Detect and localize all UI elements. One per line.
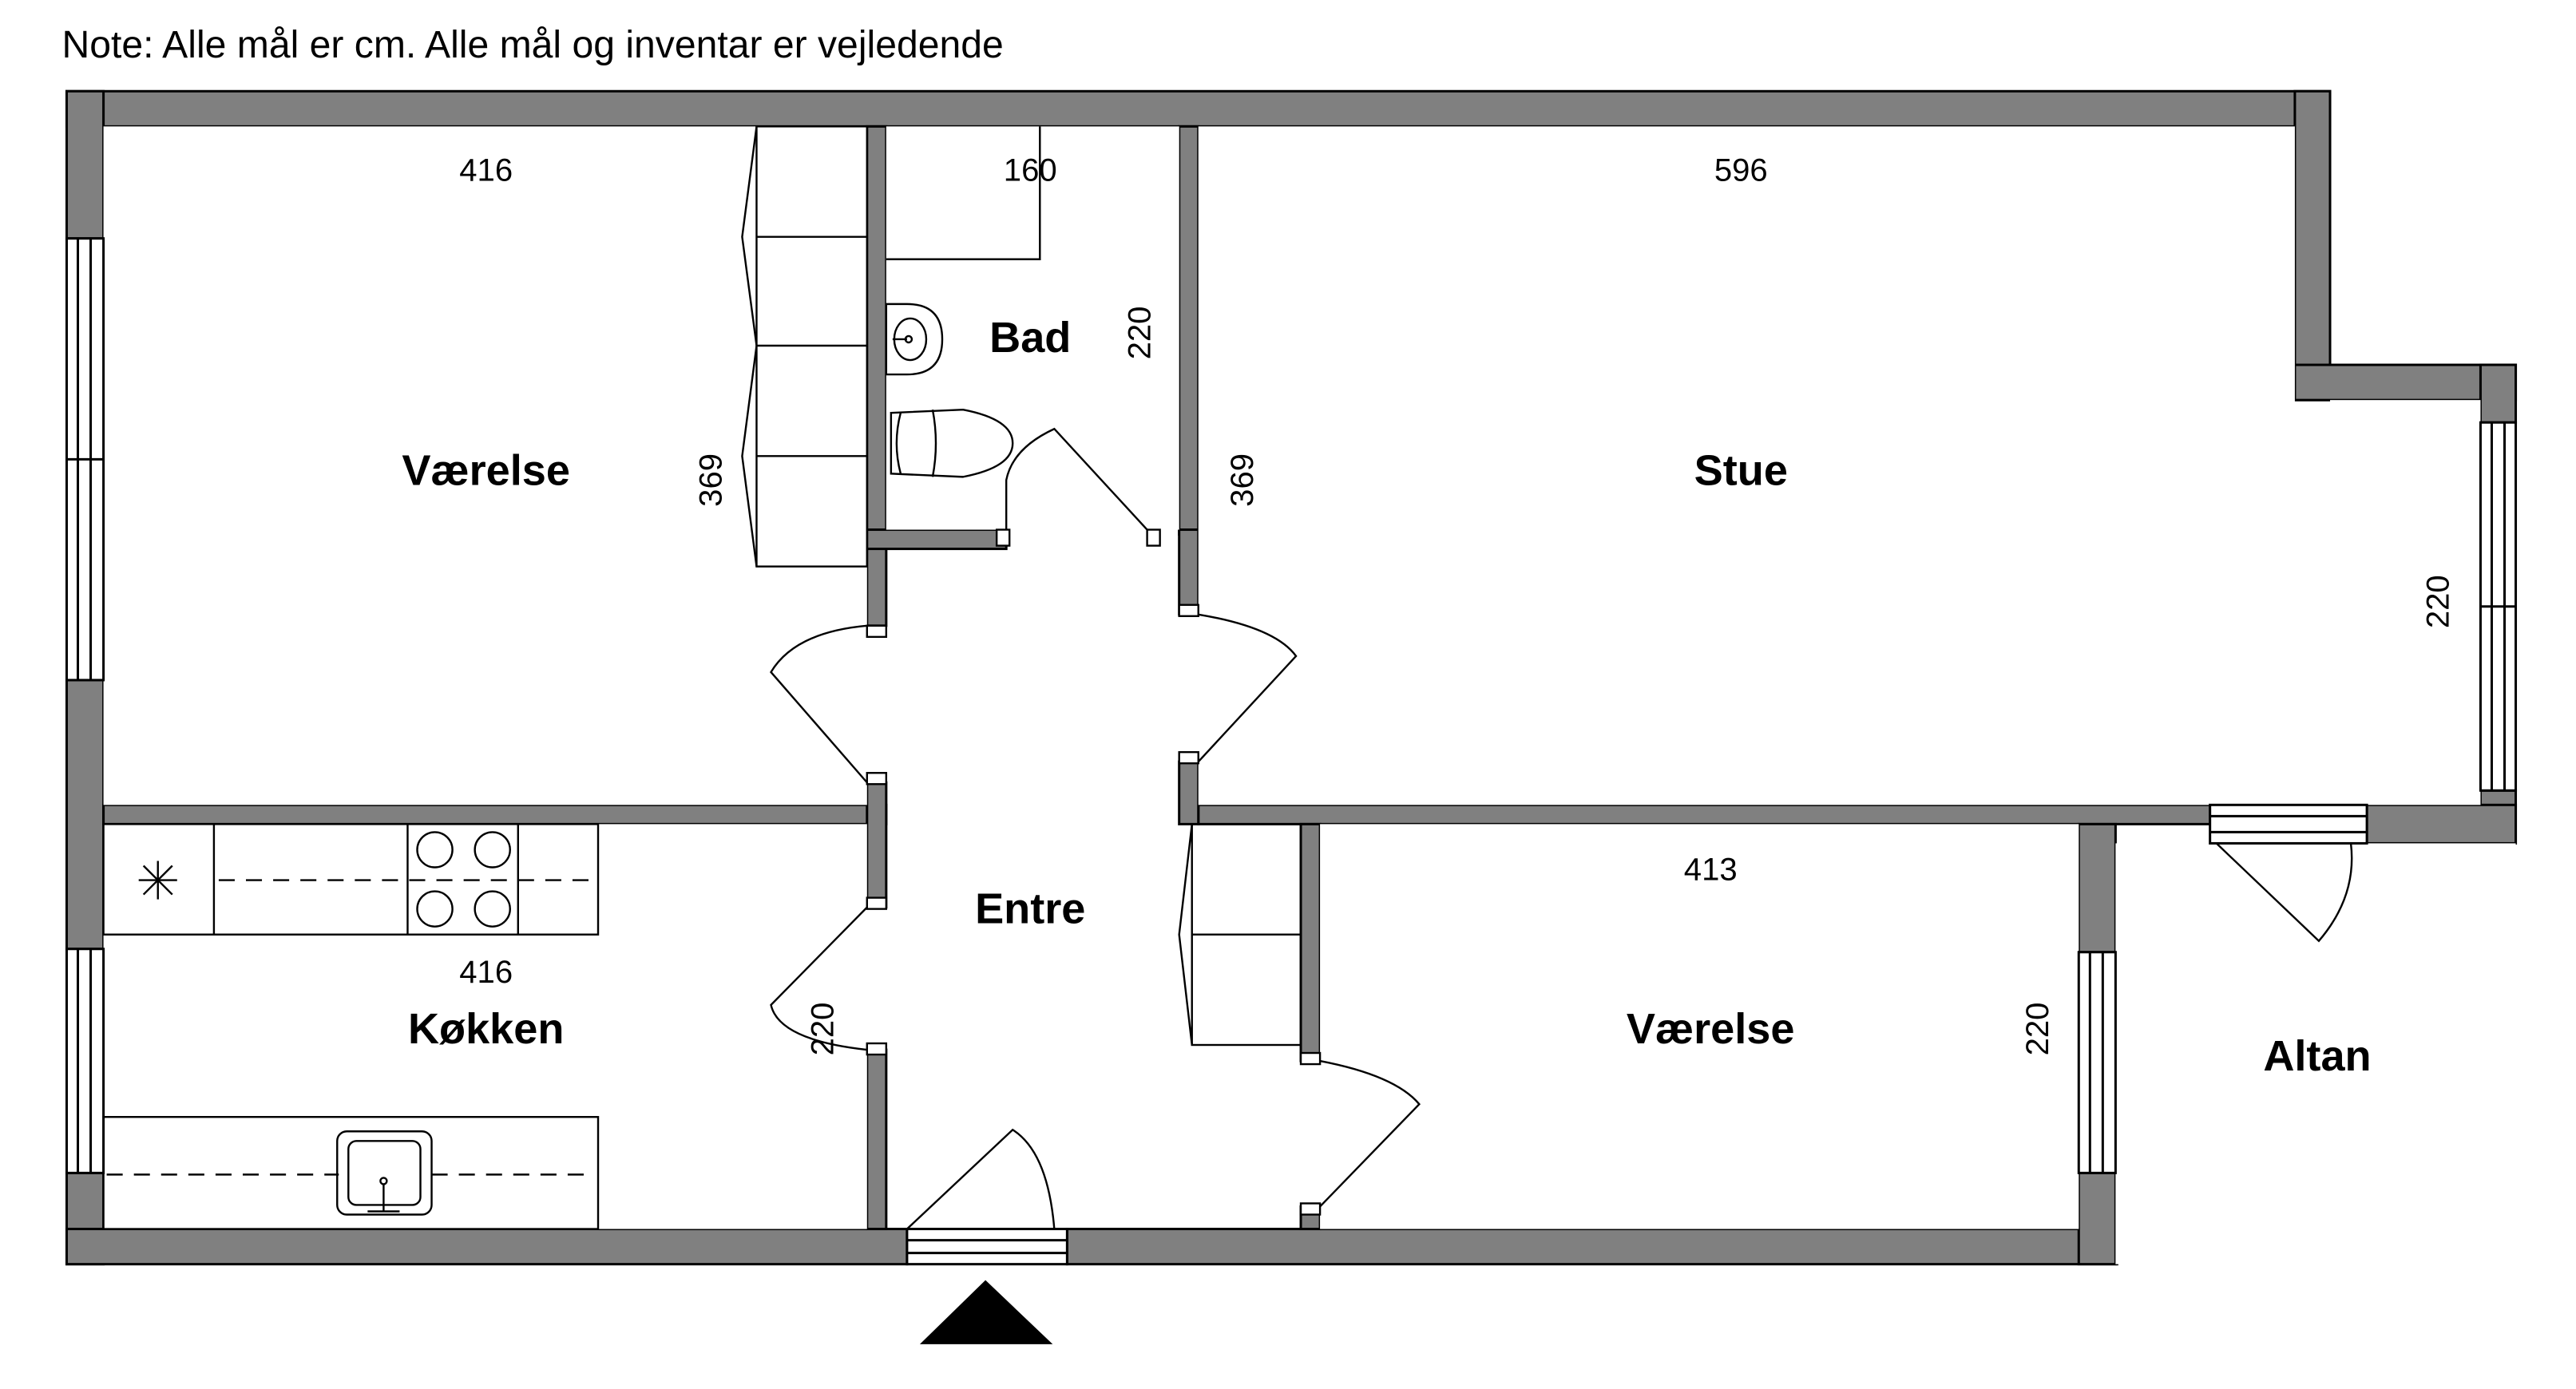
toilet-icon xyxy=(890,408,1014,478)
room-name-altan: Altan xyxy=(2263,1032,2371,1080)
wardrobe-bedroom1 xyxy=(741,125,868,568)
kitchen-fixtures xyxy=(102,823,600,1230)
outer-wall-bottom-left xyxy=(65,1228,909,1266)
dim-stue-depth: 369 xyxy=(1225,453,1260,507)
window-room2-altan xyxy=(2077,951,2117,1174)
wall-kitchen-hall-upper xyxy=(866,781,888,909)
room-name-stue: Stue xyxy=(1694,446,1788,494)
wall-hall-room2-upper xyxy=(1299,822,1322,1063)
door-altan xyxy=(2215,842,2353,943)
window-stue-right xyxy=(2479,421,2518,792)
room-labels: Værelse 416 369 Bad 160 220 Stue 596 369… xyxy=(402,153,2455,1081)
wardrobe-hall xyxy=(1178,823,1302,1047)
kitchen-sink-icon xyxy=(336,1130,433,1216)
bath-fixtures xyxy=(885,126,1041,478)
door-bath xyxy=(1005,427,1148,531)
wall-room2-altan xyxy=(2077,822,2117,954)
kitchen-counter-bottom xyxy=(102,1116,600,1230)
plan-note: Note: Alle mål er cm. Alle mål og invent… xyxy=(61,23,1003,66)
dim-koekken-depth: 220 xyxy=(806,1003,841,1056)
outer-wall-right-upper xyxy=(2479,363,2518,424)
dim-stue-width: 596 xyxy=(1714,153,1768,188)
wall-hall-stue-lower xyxy=(1178,760,1200,825)
wall-bath-right xyxy=(1178,125,1200,536)
room-fills xyxy=(103,126,2516,1264)
fan-icon xyxy=(138,861,177,900)
shower-partition xyxy=(886,126,1041,260)
wall-altan-right xyxy=(2365,803,2518,845)
room-name-bad: Bad xyxy=(989,314,1071,362)
door-kitchen xyxy=(770,906,868,1051)
dim-stue-side: 220 xyxy=(2420,575,2455,628)
windows xyxy=(65,237,2518,1266)
window-kitchen-left xyxy=(65,948,105,1174)
wall-bedroom-kitchen xyxy=(102,803,888,825)
door-bedroom2 xyxy=(1319,1059,1421,1208)
wall-kitchen-hall-lower xyxy=(866,1048,888,1231)
room-name-vaerelse2: Værelse xyxy=(1627,1005,1795,1053)
outer-wall-bottom-right xyxy=(1065,1228,2118,1266)
sink-icon xyxy=(885,303,944,376)
dim-vaerelse2-width: 413 xyxy=(1684,853,1738,888)
room-name-vaerelse1: Værelse xyxy=(402,446,570,494)
stove-icon xyxy=(416,831,511,928)
window-bedroom-left xyxy=(65,237,105,682)
wall-vaerelse-stue-lower xyxy=(1197,803,2212,825)
outer-wall-left-upper xyxy=(65,89,105,240)
outer-wall-left-mid xyxy=(65,679,105,951)
room-name-entre: Entre xyxy=(975,885,1085,933)
wall-bath-bottom xyxy=(866,528,1008,551)
door-stue xyxy=(1197,613,1298,763)
door-bedroom1 xyxy=(770,624,868,784)
dim-vaerelse2-depth: 220 xyxy=(2020,1003,2055,1056)
dim-vaerelse1-width: 416 xyxy=(459,153,513,188)
outer-wall-right-top xyxy=(2293,89,2332,402)
dim-bad-depth: 220 xyxy=(1123,307,1158,360)
kitchen-counter-top xyxy=(102,823,600,936)
door-entrance xyxy=(906,1128,1056,1230)
wall-room2-altan-lower xyxy=(2077,1171,2117,1266)
dim-vaerelse1-depth: 369 xyxy=(693,453,728,507)
wall-hall-stue-upper xyxy=(1178,528,1200,616)
doors xyxy=(770,427,2353,1230)
room-name-koekken: Køkken xyxy=(408,1005,564,1053)
wall-bedroom-hall-upper xyxy=(866,125,888,627)
dim-bad-width: 160 xyxy=(1004,153,1057,188)
outer-wall-top xyxy=(65,89,2332,128)
dim-koekken-width: 416 xyxy=(459,955,513,990)
entrance-arrow-icon xyxy=(919,1280,1053,1344)
door-frame-entrance xyxy=(906,1228,1068,1266)
door-frame-altan xyxy=(2209,803,2368,845)
